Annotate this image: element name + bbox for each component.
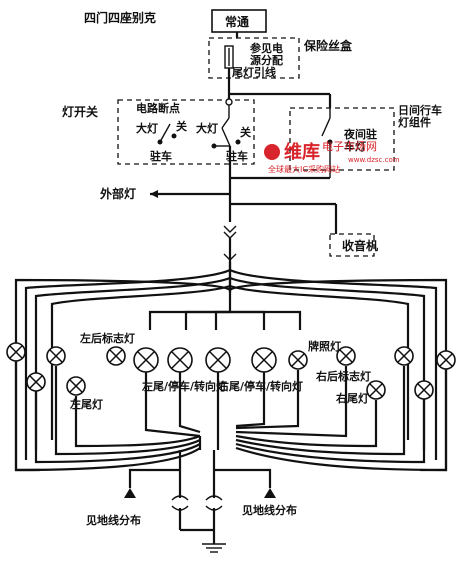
drl-module-outline bbox=[289, 107, 395, 171]
drl-switch-icon bbox=[321, 108, 333, 178]
harness-lower bbox=[14, 362, 448, 498]
see-power-label-2: 源分配 bbox=[250, 53, 283, 67]
see-power-label-1: 参见电 bbox=[250, 41, 283, 55]
drl-label-1: 日间行车 bbox=[398, 103, 442, 117]
light-switch-label: 灯开关 bbox=[62, 104, 98, 119]
left-rear-marker-label: 左后标志灯 bbox=[79, 331, 135, 345]
night-park-label-2: 车灯 bbox=[344, 139, 366, 153]
switch-contact-b bbox=[211, 127, 241, 149]
ground-symbol-icon bbox=[202, 543, 226, 553]
lamp-left-rear-marker bbox=[46, 346, 66, 366]
park-label-a: 驻车 bbox=[150, 149, 172, 163]
right-tail-label: 右尾灯 bbox=[335, 391, 369, 405]
svg-text:全球最大IC采购网站: 全球最大IC采购网站 bbox=[268, 164, 340, 174]
svg-text:左后标志灯: 左后标志灯 bbox=[79, 331, 135, 345]
park-label-b: 驻车 bbox=[226, 149, 248, 163]
lamp-outer-right-1 bbox=[394, 346, 414, 366]
arrow-left-icon bbox=[150, 190, 158, 198]
right-rear-marker-label: 右后标志灯 bbox=[315, 369, 371, 383]
lamp-outer-left-1 bbox=[6, 342, 26, 362]
off-label-a: 关 bbox=[176, 119, 187, 133]
plate-label: 牌照灯 bbox=[308, 339, 341, 353]
watermark: 维库 电子市场网 www.dzsc.com 全球最大IC采购网站 bbox=[264, 139, 400, 174]
ground-arrow-left-icon bbox=[124, 488, 136, 498]
ground-right-label: 见地线分布 bbox=[242, 503, 297, 517]
lamp-outer-right-2 bbox=[414, 380, 434, 400]
left-tail-label: 左尾灯 bbox=[69, 397, 103, 411]
connector-right bbox=[205, 495, 223, 511]
connector-left bbox=[171, 495, 189, 511]
lamp-right-stop-1 bbox=[205, 347, 231, 373]
svg-text:电子市场网: 电子市场网 bbox=[322, 139, 377, 153]
lamp-right-stop-2 bbox=[251, 347, 277, 373]
lamp-left-stop-1 bbox=[133, 347, 159, 373]
always-on-label: 常通 bbox=[225, 14, 249, 29]
lamp-left-marker-2 bbox=[106, 346, 126, 366]
ground-left-label: 见地线分布 bbox=[86, 513, 141, 527]
watermark-logo-icon bbox=[264, 144, 280, 160]
fuse-box-outline bbox=[208, 37, 300, 79]
off-label-b: 关 bbox=[240, 125, 251, 139]
lamp-outer-left-2 bbox=[26, 372, 46, 392]
radio-label: 收音机 bbox=[342, 238, 378, 253]
diagram-title: 四门四座别克 bbox=[84, 10, 156, 25]
fuse-box-label: 保险丝盒 bbox=[303, 38, 353, 53]
headlight-label-a: 大灯 bbox=[136, 121, 158, 135]
lamp-right-tail bbox=[366, 380, 386, 400]
lamp-left-stop-2 bbox=[167, 347, 193, 373]
drl-label-2: 灯组件 bbox=[398, 115, 431, 129]
radio-box bbox=[329, 233, 375, 257]
lamp-plate bbox=[288, 350, 308, 370]
svg-text:维库: 维库 bbox=[284, 141, 320, 163]
breaker-icon bbox=[221, 98, 233, 129]
always-on-box bbox=[211, 9, 267, 33]
headlight-label-b: 大灯 bbox=[196, 121, 218, 135]
lamp-right-rear-marker bbox=[336, 346, 356, 366]
switch-contact-a bbox=[157, 123, 177, 145]
svg-text:www.dzsc.com: www.dzsc.com bbox=[348, 156, 400, 164]
tail-lead-label: 尾灯引线 bbox=[231, 65, 276, 79]
harness-upper bbox=[14, 262, 448, 472]
light-switch-outline bbox=[117, 99, 255, 165]
exterior-label: 外部灯 bbox=[100, 186, 136, 201]
fuse-icon bbox=[224, 45, 234, 69]
breaker-label: 电路断点 bbox=[136, 101, 180, 115]
left-stop-label: 左尾/停车/转向灯 bbox=[141, 379, 227, 393]
right-stop-label: 右尾/停车/转向灯 bbox=[217, 379, 303, 393]
ground-arrow-right-icon bbox=[264, 488, 276, 498]
lamp-left-tail bbox=[66, 376, 86, 396]
night-park-label-1: 夜间驻 bbox=[343, 127, 377, 141]
lamp-outer-right-3 bbox=[436, 350, 456, 370]
